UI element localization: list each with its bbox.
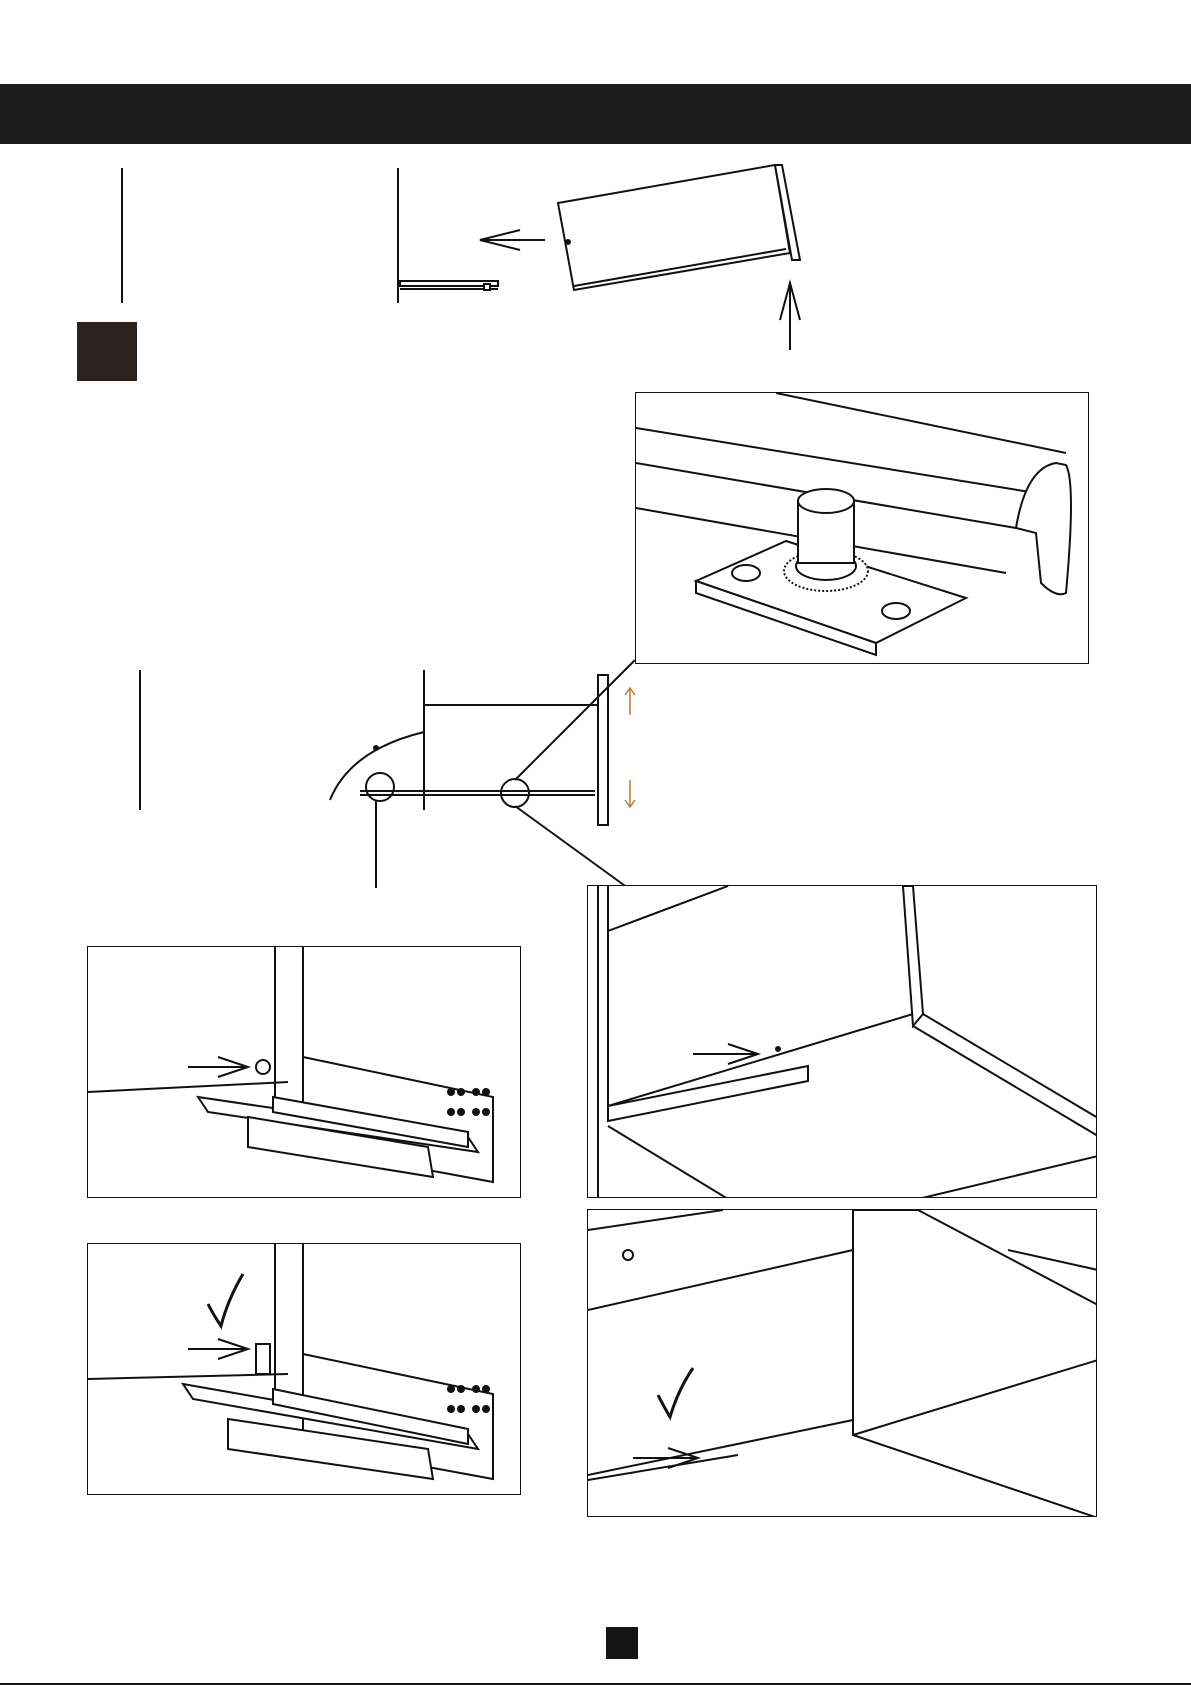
down-arrow-icon (625, 780, 635, 807)
up-arrow-icon (625, 688, 635, 715)
up-arrow-icon (780, 283, 800, 350)
arrow-icon (188, 1339, 248, 1359)
drawer-rail-correct (587, 1209, 1097, 1517)
gear-pin-closeup (635, 392, 1089, 664)
drawer-insert-diagram (0, 0, 1191, 400)
rail-latch-correct (87, 1243, 521, 1495)
drawer-rail-closeup (587, 885, 1097, 1198)
check-icon (658, 1368, 693, 1417)
drawer-side-elevation (0, 660, 700, 890)
rail-latch-closeup (87, 946, 521, 1198)
arrow-icon (633, 1448, 698, 1468)
arrow-icon (188, 1057, 248, 1077)
page-number-badge (606, 1627, 638, 1659)
arrow-icon (693, 1044, 758, 1064)
arrow-icon (480, 230, 545, 250)
check-icon (208, 1274, 243, 1326)
